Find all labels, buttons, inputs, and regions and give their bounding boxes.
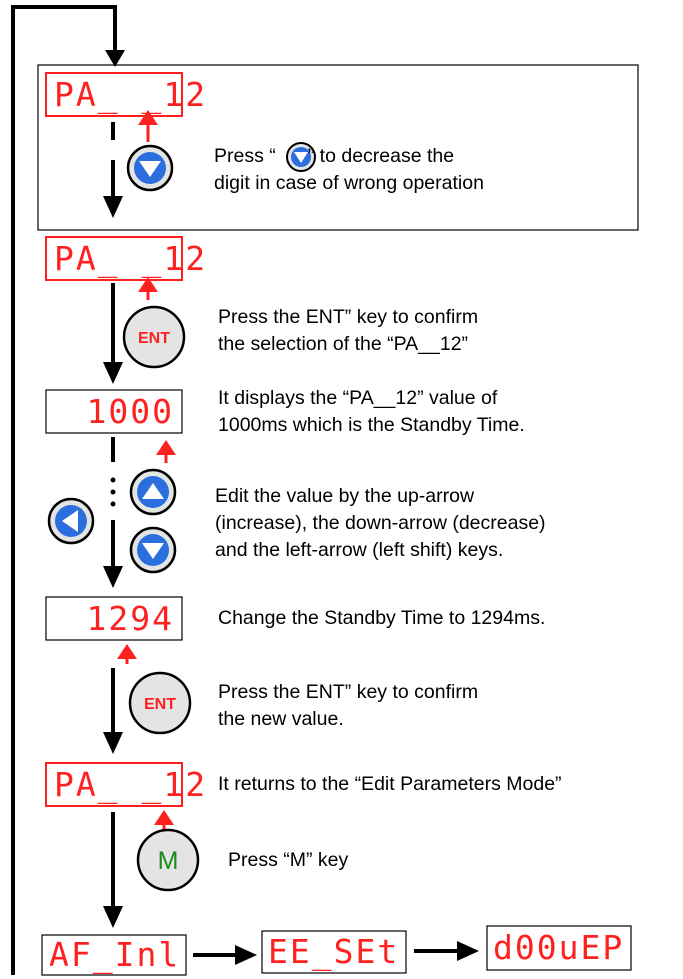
cursor-arrow-3: [156, 440, 176, 463]
down-arrow-icon-inline: [286, 142, 316, 172]
caption-step3: It displays the “PA__12” value of 1000ms…: [218, 385, 525, 439]
caption-step1-line2: digit in case of wrong operation: [214, 172, 484, 194]
caption-step7: It returns to the “Edit Parameters Mode”: [218, 771, 562, 798]
caption-step3-line1: It displays the “PA__12” value of: [218, 387, 498, 409]
ent-key-2-label: ENT: [144, 696, 176, 713]
flow-arrow-1: [103, 122, 123, 218]
caption-step2-line2: the selection of the “PA__12”: [218, 333, 469, 355]
caption-step5: Change the Standby Time to 1294ms.: [218, 605, 545, 632]
down-arrow-key: [126, 144, 174, 192]
bottom-display-2: EE_SEt: [261, 930, 407, 974]
display-step2: PA_ _12: [45, 236, 207, 281]
return-loop-line: [11, 5, 125, 975]
wrong-operation-frame: [37, 64, 639, 231]
flow-arrow-4: [103, 668, 123, 754]
caption-step8: Press “M” key: [228, 847, 348, 874]
bottom-display-3-text: d00uEP: [493, 928, 624, 967]
display-step1: PA_ _12: [45, 72, 207, 117]
caption-step2: Press the ENT” key to confirm the select…: [218, 304, 478, 358]
caption-step5-line1: Change the Standby Time to 1294ms.: [218, 607, 546, 629]
bottom-arrow-2: [414, 941, 479, 961]
display-step1-text: PA_ _12: [54, 75, 207, 115]
bottom-display-1-text: AF_Inl: [49, 935, 180, 975]
display-step2-text: PA_ _12: [54, 239, 207, 279]
display-step5: 1294: [45, 596, 183, 641]
caption-step8-line1: Press “M” key: [228, 849, 349, 871]
bottom-display-2-text: EE_SEt: [268, 932, 399, 972]
up-arrow-key: [129, 468, 177, 516]
cursor-arrow-4: [117, 644, 137, 664]
caption-step1: Press “ ” to decrease the digit in case o…: [214, 143, 484, 197]
caption-step1-press: Press “: [214, 145, 276, 167]
m-key: M: [136, 828, 200, 892]
caption-step6-line1: Press the ENT” key to confirm: [218, 681, 479, 703]
display-step5-text: 1294: [87, 599, 174, 638]
flow-arrow-2: [103, 283, 123, 384]
left-arrow-key: [47, 497, 95, 545]
bottom-arrow-1: [193, 945, 257, 965]
caption-step4-line1: Edit the value by the up-arrow: [215, 485, 475, 507]
ent-key-2: ENT: [128, 671, 192, 735]
caption-step3-line2: 1000ms which is the Standby Time.: [218, 414, 525, 436]
cursor-arrow-5: [154, 810, 174, 832]
display-step3: 1000: [45, 389, 183, 434]
caption-step4-line3: and the left-arrow (left shift) keys.: [215, 539, 504, 561]
ent-key-1: ENT: [122, 305, 186, 369]
caption-step6-line2: the new value.: [218, 708, 344, 730]
caption-step7-line1: It returns to the “Edit Parameters Mode”: [218, 773, 562, 795]
bottom-display-1: AF_Inl: [41, 934, 187, 976]
flow-arrow-3: [103, 437, 123, 588]
caption-step1-decrease: ” to decrease the: [307, 145, 455, 167]
display-step7: PA_ _12: [45, 762, 207, 807]
down-arrow-key-2: [129, 526, 177, 574]
display-step3-text: 1000: [87, 392, 174, 431]
caption-step1-line1: Press “ ” to decrease the: [214, 143, 454, 170]
cursor-arrow-2: [138, 277, 158, 300]
caption-step6: Press the ENT” key to confirm the new va…: [218, 679, 478, 733]
caption-step2-line1: Press the ENT” key to confirm: [218, 306, 479, 328]
caption-step4: Edit the value by the up-arrow (increase…: [215, 483, 546, 564]
cursor-arrow-1: [138, 110, 158, 142]
caption-step4-line2: (increase), the down-arrow (decrease): [215, 512, 546, 534]
display-step7-text: PA_ _12: [54, 765, 207, 805]
m-key-label: M: [158, 847, 179, 875]
ent-key-1-label: ENT: [138, 330, 170, 347]
flow-arrow-5: [103, 812, 123, 928]
bottom-display-3: d00uEP: [486, 925, 632, 971]
